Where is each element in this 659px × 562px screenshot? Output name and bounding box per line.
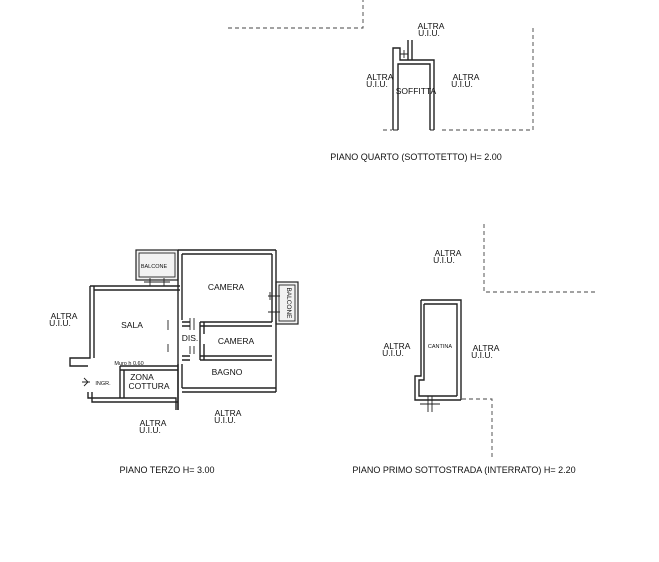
svg-text:ALTRA: ALTRA xyxy=(453,72,480,82)
svg-text:U.I.U.: U.I.U. xyxy=(214,415,236,425)
room-camera-2: CAMERA xyxy=(218,336,255,346)
svg-text:U.I.U.: U.I.U. xyxy=(471,350,493,360)
neighbor-interrato-right: ALTRA U.I.U. xyxy=(471,343,500,360)
room-zona-cottura-line2: COTTURA xyxy=(128,381,169,391)
room-cantina: CANTINA xyxy=(428,344,452,350)
note-muro: Muro h 0.60 xyxy=(114,361,143,367)
neighbor-quarto-right: ALTRA U.I.U. xyxy=(451,72,480,89)
neighbor-terzo-left: ALTRA U.I.U. xyxy=(49,311,78,328)
room-bagno: BAGNO xyxy=(212,367,243,377)
room-zona-cottura-line1: ZONA xyxy=(130,372,154,382)
svg-text:ALTRA: ALTRA xyxy=(140,418,167,428)
neighbor-quarto-left: ALTRA U.I.U. xyxy=(366,72,394,89)
plan-piano-quarto: ALTRA U.I.U. ALTRA U.I.U. ALTRA U.I.U. S… xyxy=(228,0,534,162)
svg-text:U.I.U.: U.I.U. xyxy=(451,79,473,89)
room-soffitta: SOFFITTA xyxy=(396,86,437,96)
svg-text:ALTRA: ALTRA xyxy=(473,343,500,353)
neighbor-terzo-bottom-right: ALTRA U.I.U. xyxy=(214,408,242,425)
caption-piano-terzo: PIANO TERZO H= 3.00 xyxy=(119,465,214,475)
svg-text:ALTRA: ALTRA xyxy=(435,248,462,258)
room-sala: SALA xyxy=(121,320,143,330)
svg-text:U.I.U.: U.I.U. xyxy=(139,425,161,435)
svg-text:U.I.U.: U.I.U. xyxy=(49,318,71,328)
room-ingresso: INGR. xyxy=(95,381,111,387)
caption-piano-interrato: PIANO PRIMO SOTTOSTRADA (INTERRATO) H= 2… xyxy=(352,465,575,475)
neighbor-quarto-top: ALTRA U.I.U. xyxy=(418,21,445,38)
svg-text:U.I.U.: U.I.U. xyxy=(418,28,440,38)
svg-text:U.I.U.: U.I.U. xyxy=(382,348,404,358)
neighbor-interrato-top: ALTRA U.I.U. xyxy=(433,248,462,265)
room-balcone-right: BALCONE xyxy=(285,287,292,319)
svg-text:ALTRA: ALTRA xyxy=(367,72,394,82)
plan-piano-terzo: BALCONE BALCONE CAMERA CAMERA SALA DIS. … xyxy=(49,249,299,475)
svg-text:ALTRA: ALTRA xyxy=(215,408,242,418)
svg-text:ALTRA: ALTRA xyxy=(51,311,78,321)
svg-text:U.I.U.: U.I.U. xyxy=(366,79,388,89)
caption-piano-quarto: PIANO QUARTO (SOTTOTETTO) H= 2.00 xyxy=(330,152,502,162)
neighbor-interrato-left: ALTRA U.I.U. xyxy=(382,341,411,358)
room-balcone-top: BALCONE xyxy=(141,264,168,270)
room-dis: DIS. xyxy=(182,333,199,343)
plan-piano-interrato: CANTINA ALTRA U.I.U. ALTRA U.I.U. ALTRA … xyxy=(352,224,596,475)
svg-text:U.I.U.: U.I.U. xyxy=(433,255,455,265)
neighbor-terzo-bottom-left: ALTRA U.I.U. xyxy=(139,418,167,435)
room-camera-1: CAMERA xyxy=(208,282,245,292)
svg-text:ALTRA: ALTRA xyxy=(384,341,411,351)
svg-text:ALTRA: ALTRA xyxy=(418,21,445,31)
